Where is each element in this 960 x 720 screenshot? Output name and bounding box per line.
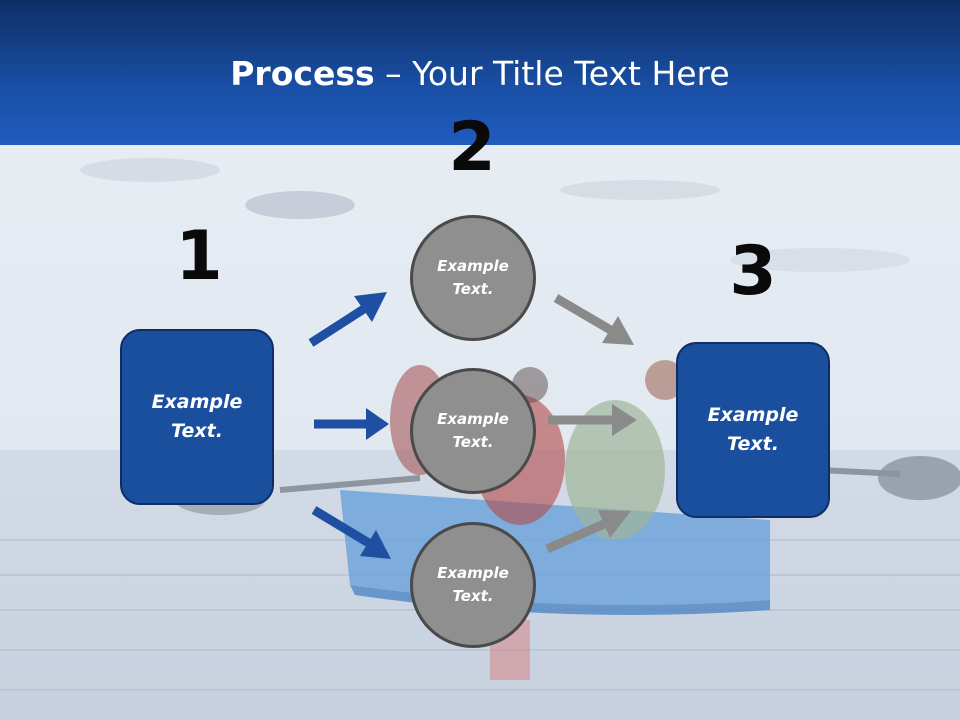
step-1-box: Example Text. (120, 329, 274, 505)
circle-middle-line1: Example (437, 410, 509, 428)
step-number-1: 1 (175, 217, 223, 296)
circle-bottom-line1: Example (437, 564, 509, 582)
circle-top-text: Example Text. (425, 255, 521, 301)
circle-top-line2: Text. (452, 280, 494, 298)
circle-middle-line2: Text. (452, 433, 494, 451)
step-2-circle-bottom: Example Text. (410, 522, 536, 648)
circle-bottom-line2: Text. (452, 587, 494, 605)
header-band (0, 0, 960, 145)
step-1-box-line2: Text. (171, 420, 223, 442)
step-3-box-text: Example Text. (693, 401, 813, 459)
title-rest: – Your Title Text Here (374, 54, 730, 93)
step-3-box-line1: Example (707, 404, 799, 426)
circle-top-line1: Example (437, 257, 509, 275)
step-2-circle-top: Example Text. (410, 215, 536, 341)
step-1-box-line1: Example (151, 391, 243, 413)
step-number-2: 2 (448, 108, 496, 187)
title-bold: Process (230, 54, 375, 93)
step-3-box: Example Text. (676, 342, 830, 518)
slide-title: Process – Your Title Text Here (0, 52, 960, 96)
step-number-3: 3 (729, 232, 777, 311)
step-1-box-text: Example Text. (137, 388, 257, 446)
circle-middle-text: Example Text. (425, 408, 521, 454)
step-3-box-line2: Text. (727, 433, 779, 455)
step-2-circle-middle: Example Text. (410, 368, 536, 494)
circle-bottom-text: Example Text. (425, 562, 521, 608)
